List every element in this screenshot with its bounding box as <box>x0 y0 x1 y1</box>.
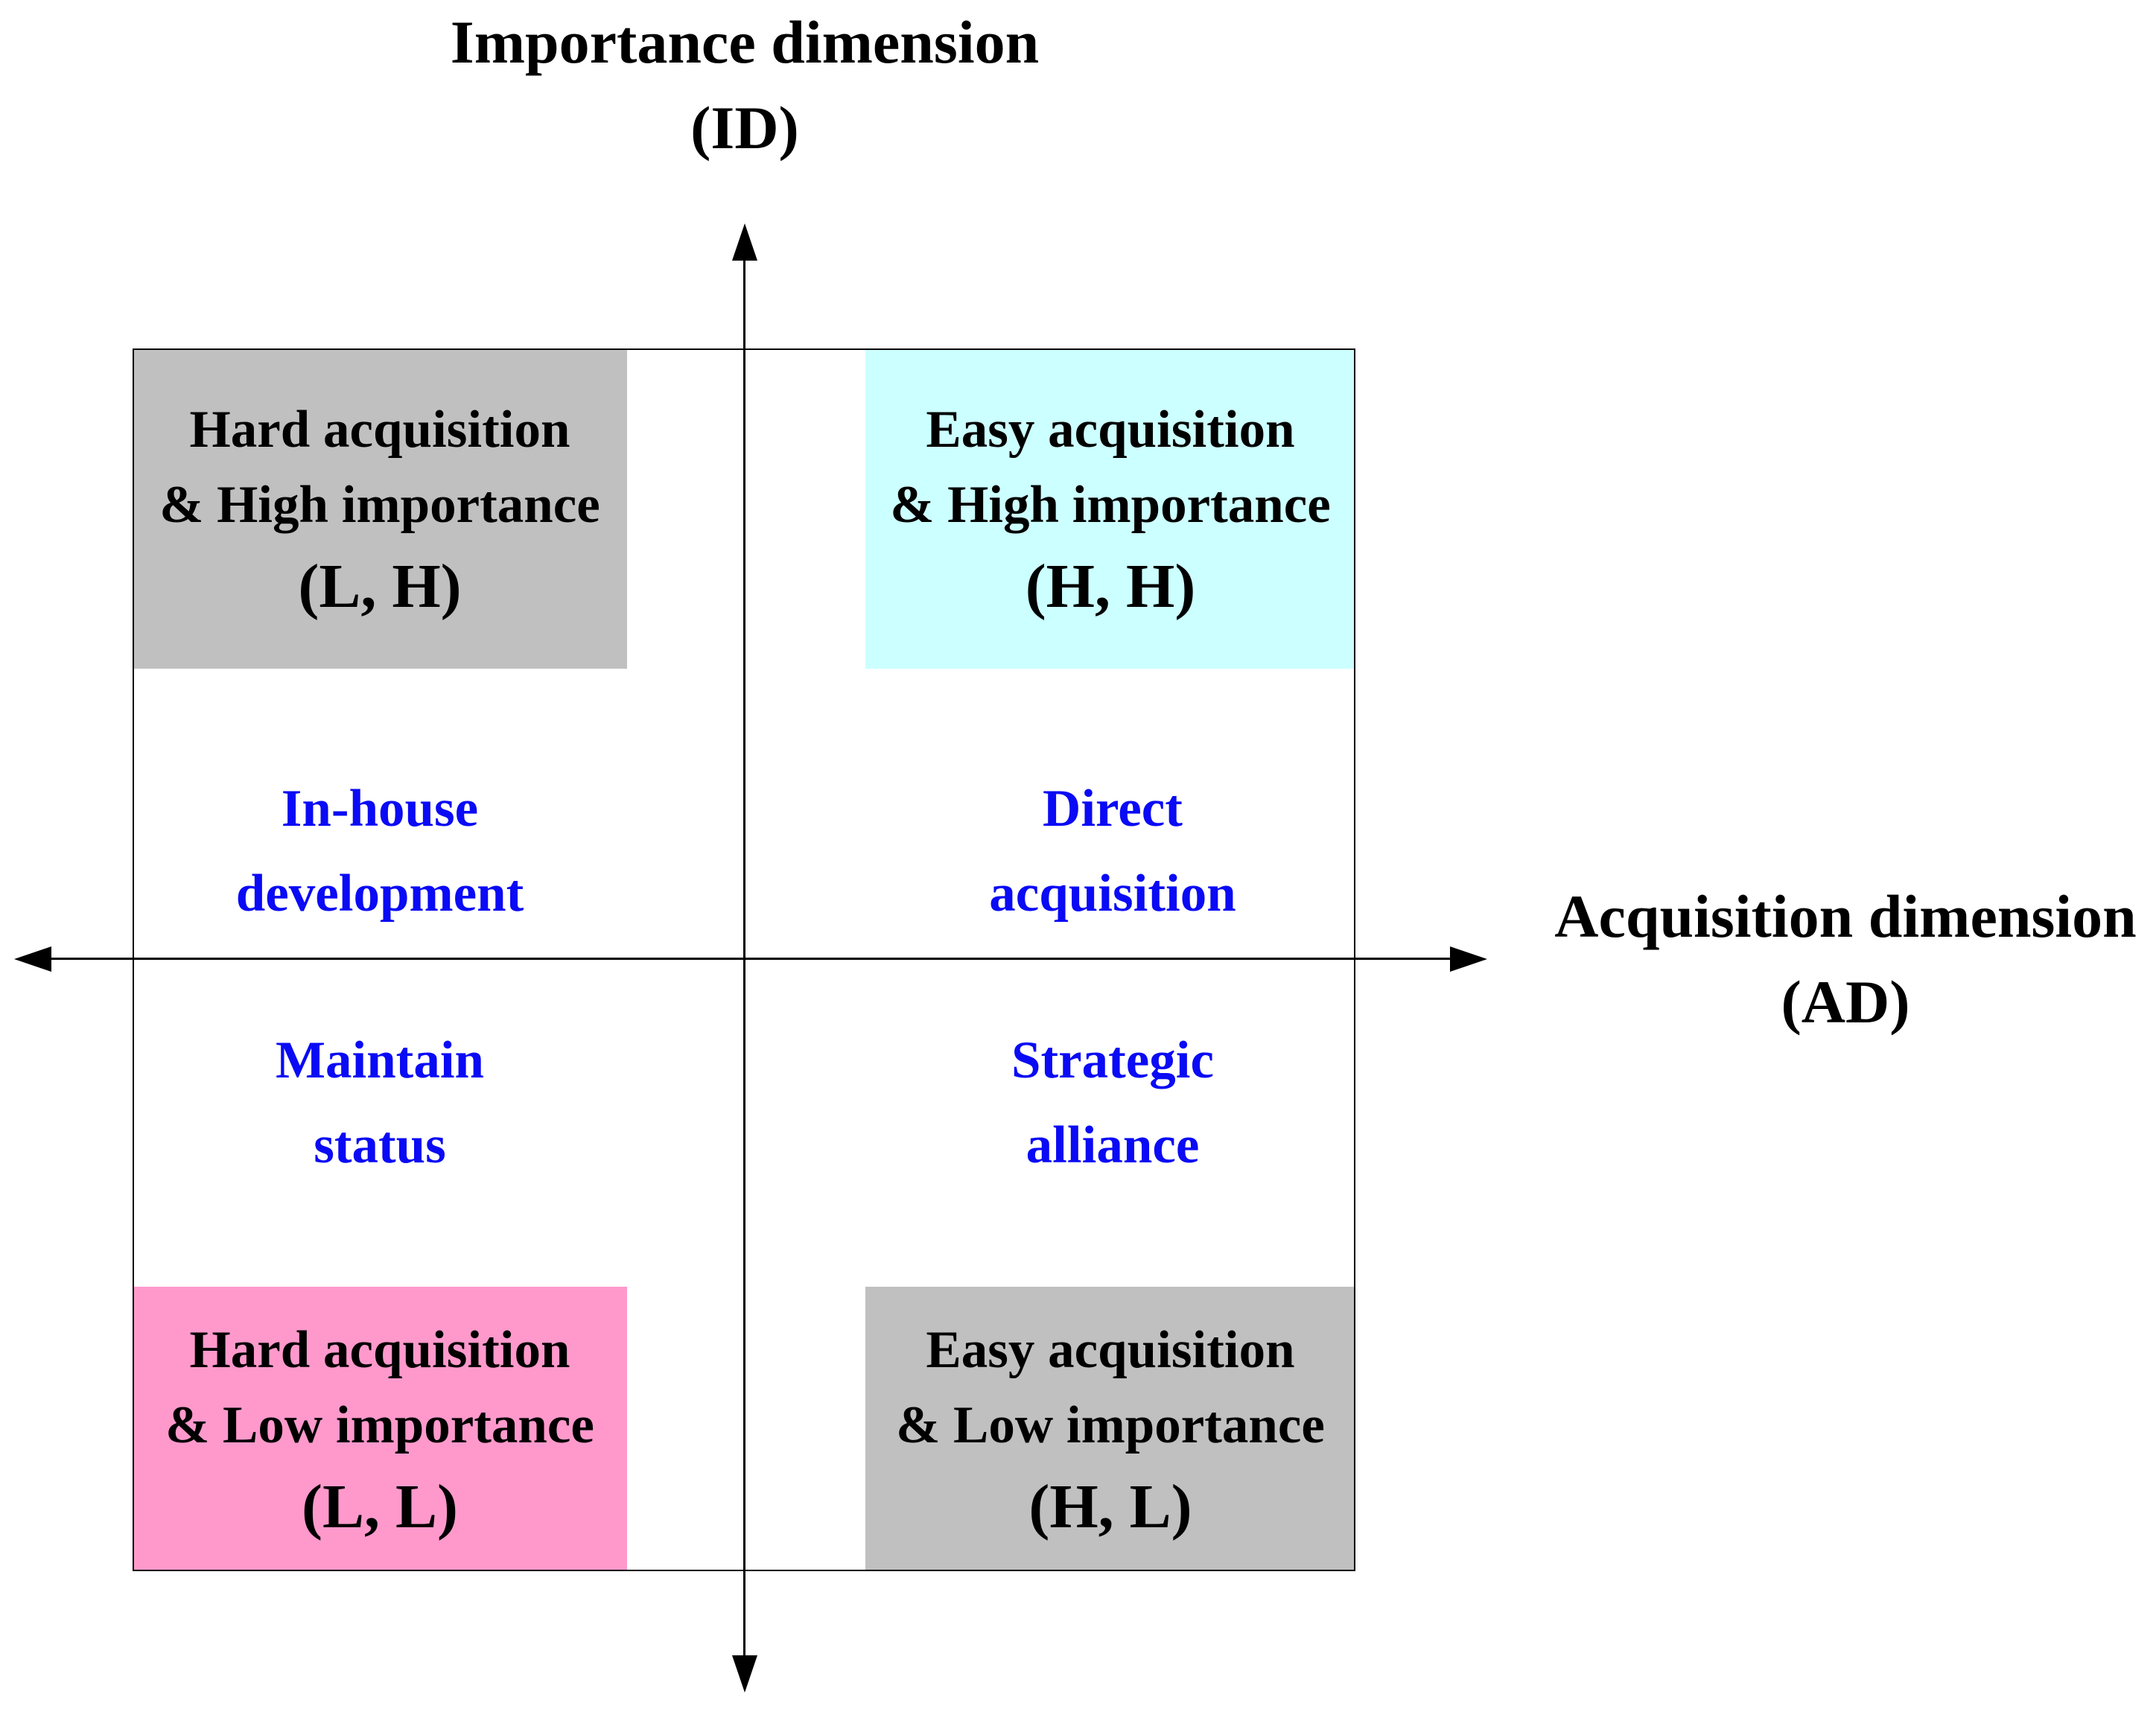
x-axis-title-abbrev: (AD) <box>1781 967 1910 1036</box>
y-axis-arrow-bottom-icon <box>732 1655 757 1693</box>
y-axis-arrow-top-icon <box>732 223 757 261</box>
quadrant-label-line2: & Low importance <box>165 1395 594 1454</box>
strategy-label-in-house-development: In-house development <box>236 767 524 936</box>
strategy-line1: Direct <box>1043 780 1183 838</box>
strategy-line2: status <box>314 1115 446 1174</box>
quadrant-label-line1: Hard acquisition <box>189 1320 570 1379</box>
quadrant-label-line2: & High importance <box>159 475 600 534</box>
x-axis-arrow-right-icon <box>1450 946 1487 972</box>
strategy-line2: development <box>235 864 524 923</box>
quadrant-label-line1: Easy acquisition <box>926 1320 1295 1379</box>
quadrant-code: (H, H) <box>1025 551 1196 621</box>
y-axis-title: Importance dimension (ID) <box>451 0 1039 171</box>
quadrant-label-line1: Easy acquisition <box>926 400 1295 459</box>
x-axis-title-text: Acquisition dimension <box>1554 882 2137 950</box>
strategy-line1: Strategic <box>1011 1031 1215 1089</box>
quadrant-box-top-left: Hard acquisition & High importance (L, H… <box>133 348 627 669</box>
strategy-line1: Maintain <box>275 1031 485 1089</box>
quadrant-label-line2: & High importance <box>890 475 1331 534</box>
strategy-label-direct-acquisition: Direct acquisition <box>989 767 1236 936</box>
x-axis-line <box>49 958 1452 960</box>
y-axis-title-abbrev: (ID) <box>690 93 799 162</box>
strategy-label-strategic-alliance: Strategic alliance <box>1011 1019 1214 1188</box>
strategy-label-maintain-status: Maintain status <box>276 1019 484 1188</box>
strategy-line2: acquisition <box>989 864 1236 923</box>
quadrant-box-bottom-right: Easy acquisition & Low importance (H, L) <box>865 1287 1355 1571</box>
y-axis-title-text: Importance dimension <box>450 8 1040 76</box>
strategy-line1: In-house <box>281 780 479 838</box>
x-axis-title: Acquisition dimension (AD) <box>1554 874 2136 1045</box>
strategy-line2: alliance <box>1025 1115 1200 1174</box>
quadrant-code: (L, L) <box>302 1471 458 1541</box>
quadrant-code: (L, H) <box>298 551 462 621</box>
x-axis-arrow-left-icon <box>14 946 51 972</box>
quadrant-label-line1: Hard acquisition <box>189 400 570 459</box>
quadrant-box-bottom-left: Hard acquisition & Low importance (L, L) <box>133 1287 627 1571</box>
quadrant-box-top-right: Easy acquisition & High importance (H, H… <box>865 348 1355 669</box>
quadrant-label-line2: & Low importance <box>896 1395 1325 1454</box>
quadrant-code: (H, L) <box>1028 1471 1192 1541</box>
